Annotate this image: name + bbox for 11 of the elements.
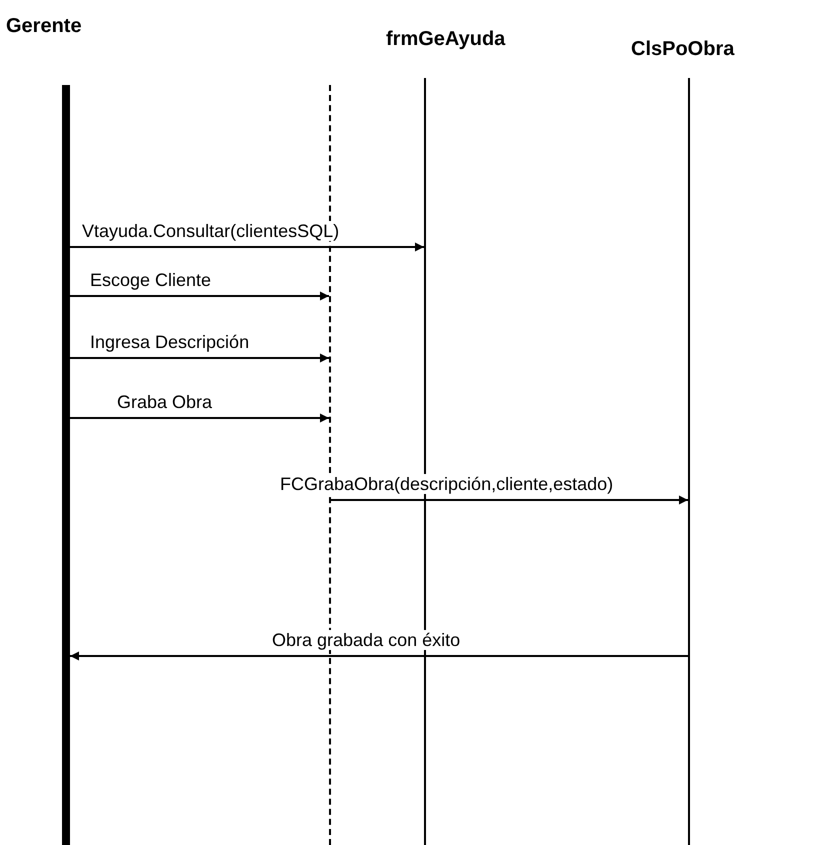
lifeline-heading: frmGeAyuda — [386, 28, 506, 51]
lifeline-heading: ClsPoObra — [631, 38, 734, 61]
message-arrow — [70, 242, 424, 252]
message-arrow — [70, 354, 329, 362]
message-arrow — [331, 496, 688, 504]
lifeline-heading: Gerente — [6, 15, 82, 38]
message-label: Escoge Cliente — [88, 270, 214, 290]
message-arrow — [70, 414, 329, 422]
message-arrow — [70, 292, 329, 300]
message-label: Obra grabada con éxito — [270, 630, 462, 650]
message-arrow — [70, 652, 688, 660]
